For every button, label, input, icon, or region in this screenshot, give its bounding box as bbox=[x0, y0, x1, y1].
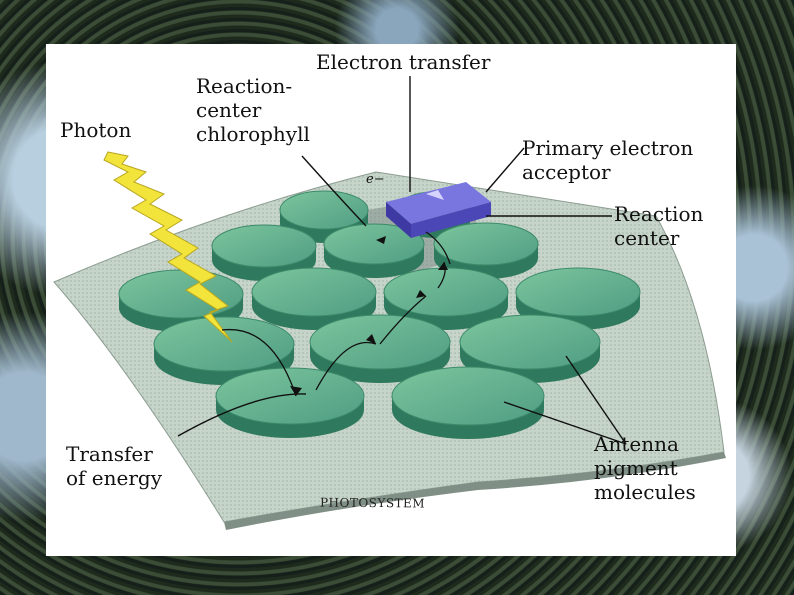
electron-symbol: e− bbox=[366, 172, 385, 187]
label-primary-electron-acceptor: Primary electron acceptor bbox=[522, 136, 694, 184]
lightning-bolt-icon bbox=[103, 151, 233, 343]
pigment-disk bbox=[391, 366, 545, 439]
label-photon: Photon bbox=[60, 118, 132, 142]
photosystem-diagram-panel: Electron transfer Reaction- center chlor… bbox=[46, 44, 736, 556]
pigment-disk bbox=[323, 223, 425, 278]
label-transfer-of-energy: Transfer of energy bbox=[66, 442, 163, 490]
antenna-disks bbox=[118, 190, 641, 439]
energy-transfer-arrows bbox=[221, 231, 451, 397]
label-electron-transfer: Electron transfer bbox=[316, 50, 491, 74]
arrow-heads bbox=[290, 236, 448, 396]
pigment-disk bbox=[215, 367, 365, 438]
label-reaction-center: Reaction center bbox=[614, 202, 704, 250]
photosystem-label: PHOTOSYSTEM bbox=[319, 495, 426, 511]
pigment-disk bbox=[309, 314, 451, 383]
photosystem-diagram bbox=[53, 76, 726, 530]
pointer-lines bbox=[177, 76, 627, 445]
primary-electron-acceptor-box bbox=[386, 182, 491, 238]
label-reaction-center-chlorophyll: Reaction- center chlorophyll bbox=[196, 74, 310, 146]
label-antenna-pigment-molecules: Antenna pigment molecules bbox=[594, 432, 696, 504]
membrane-edge-shadow bbox=[224, 452, 726, 530]
